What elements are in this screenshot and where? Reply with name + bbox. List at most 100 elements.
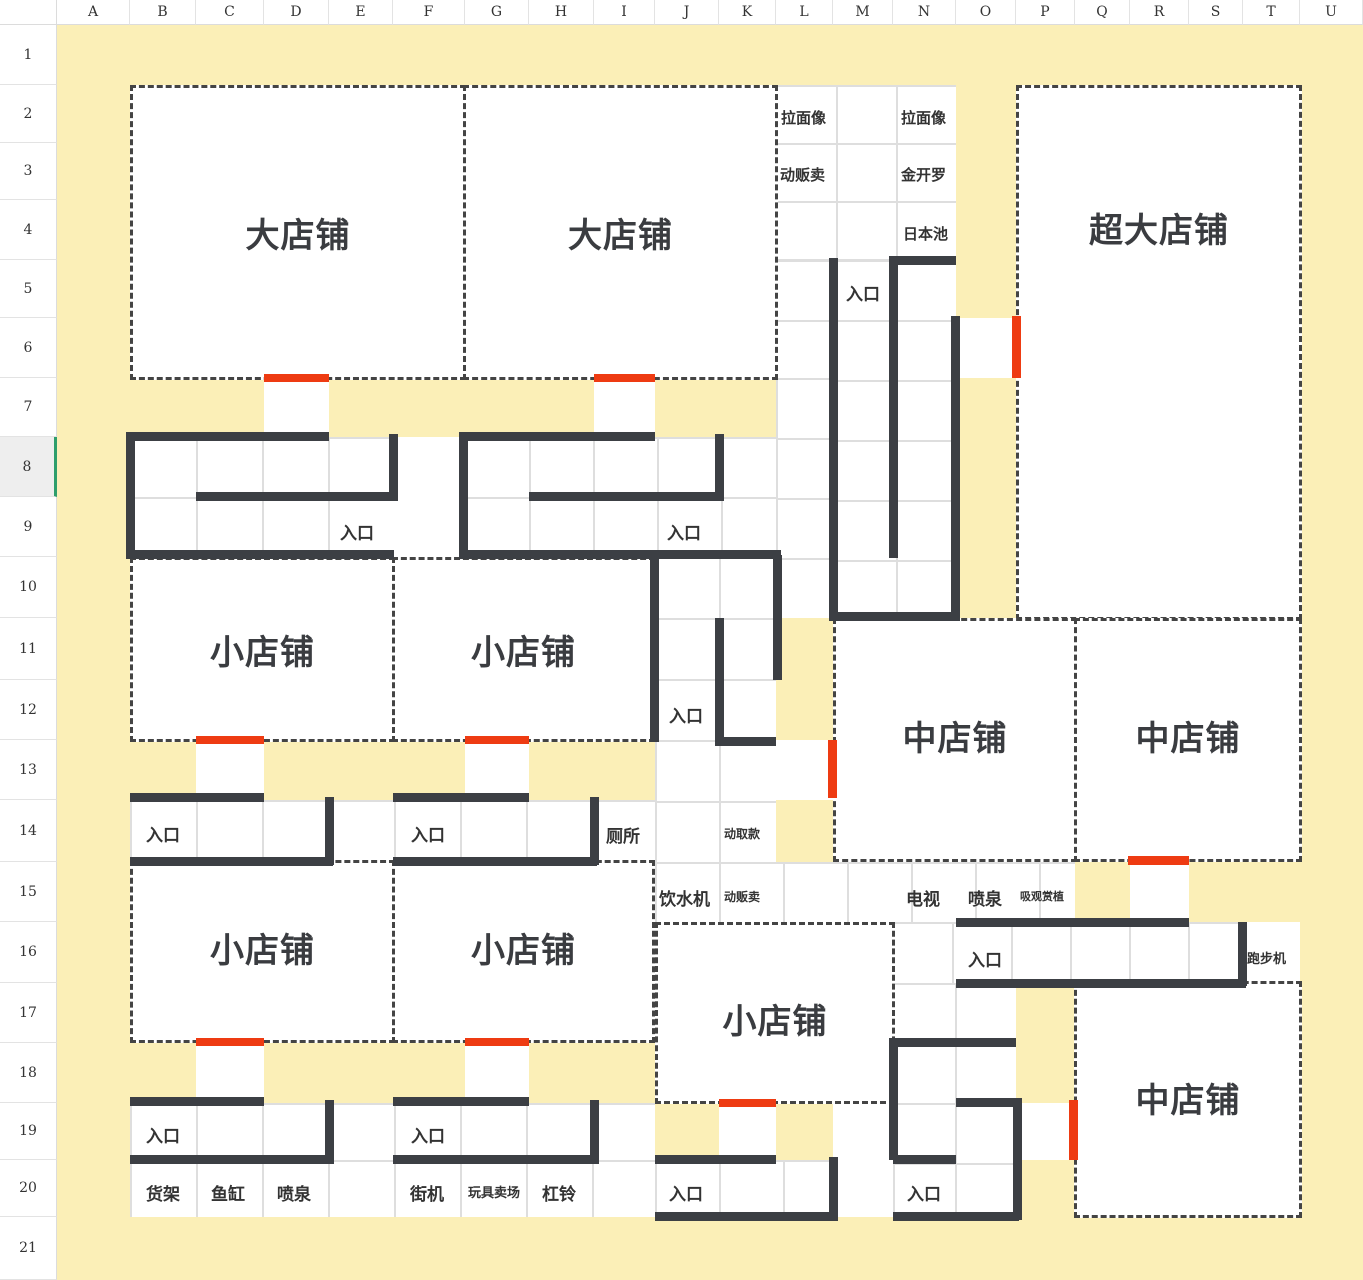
small-shop-3[interactable]: 小店铺 [130, 860, 395, 1043]
row-header-12[interactable]: 12 [0, 680, 57, 740]
column-header-p[interactable]: P [1016, 0, 1075, 25]
wall [715, 618, 724, 745]
entrance-label: 入口 [340, 524, 374, 544]
wall [829, 1157, 838, 1221]
door-medium-shop-1[interactable] [828, 740, 837, 798]
door-passage [465, 1043, 529, 1103]
small-shop-5[interactable]: 小店铺 [655, 922, 895, 1104]
column-header-j[interactable]: J [655, 0, 719, 25]
row-header-16[interactable]: 16 [0, 922, 57, 983]
wall [459, 432, 468, 558]
door-small-shop-1[interactable] [196, 736, 264, 744]
row-header-2[interactable]: 2 [0, 85, 57, 143]
ramen-stall-label: 拉面像 [781, 109, 827, 127]
small-shop-4[interactable]: 小店铺 [392, 860, 655, 1043]
row-header-15[interactable]: 15 [0, 862, 57, 922]
select-all-corner[interactable] [0, 0, 57, 25]
row-header-3[interactable]: 3 [0, 143, 57, 200]
column-header-m[interactable]: M [833, 0, 893, 25]
queue-lane-2 [465, 437, 776, 557]
door-passage [196, 740, 264, 800]
row-header-19[interactable]: 19 [0, 1103, 57, 1160]
row-header-11[interactable]: 11 [0, 618, 57, 680]
wall [393, 857, 597, 866]
entrance-label: 入口 [846, 285, 880, 305]
wall [889, 1038, 898, 1160]
shop-label: 小店铺 [210, 633, 315, 673]
column-header-i[interactable]: I [594, 0, 655, 25]
row-header-4[interactable]: 4 [0, 200, 57, 260]
door-small-shop-4[interactable] [465, 1038, 529, 1046]
row-header-5[interactable]: 5 [0, 260, 57, 318]
wall [1238, 922, 1247, 986]
row-header-7[interactable]: 7 [0, 378, 57, 437]
column-header-u[interactable]: U [1300, 0, 1363, 25]
wall [773, 555, 782, 680]
row-header-8[interactable]: 8 [0, 437, 57, 497]
door-small-shop-2[interactable] [465, 736, 529, 744]
row-header-9[interactable]: 9 [0, 497, 57, 557]
water-dispenser-label: 饮水机 [659, 890, 710, 910]
aisle [833, 1103, 893, 1217]
column-header-l[interactable]: L [776, 0, 833, 25]
row-header-20[interactable]: 20 [0, 1160, 57, 1217]
door-xl-shop[interactable] [1012, 316, 1021, 378]
dumbbell-label: 杠铃 [542, 1185, 576, 1205]
column-header-n[interactable]: N [893, 0, 956, 25]
row-header-17[interactable]: 17 [0, 983, 57, 1043]
door-passage [264, 378, 329, 437]
wall [393, 793, 529, 802]
shop-label: 大店铺 [245, 216, 351, 256]
wall [655, 1212, 833, 1221]
door-large-shop-2[interactable] [594, 374, 655, 382]
wall [889, 1038, 1016, 1047]
medium-shop-2[interactable]: 中店铺 [1074, 618, 1302, 862]
door-medium-shop-2[interactable] [1128, 856, 1189, 865]
column-header-r[interactable]: R [1130, 0, 1189, 25]
column-header-s[interactable]: S [1189, 0, 1243, 25]
column-header-q[interactable]: Q [1075, 0, 1130, 25]
medium-shop-3[interactable]: 中店铺 [1074, 981, 1302, 1218]
column-header-a[interactable]: A [57, 0, 130, 25]
door-medium-shop-3[interactable] [1069, 1100, 1078, 1160]
row-header-18[interactable]: 18 [0, 1043, 57, 1103]
wall [196, 492, 394, 501]
entrance-label: 入口 [667, 524, 701, 544]
treadmill-cell [1243, 922, 1300, 983]
small-shop-1[interactable]: 小店铺 [130, 557, 395, 742]
queue-lane-row14 [130, 800, 655, 862]
column-header-o[interactable]: O [956, 0, 1016, 25]
column-header-c[interactable]: C [196, 0, 264, 25]
shop-label: 小店铺 [722, 1001, 828, 1042]
xl-shop[interactable]: 超大店铺 [1016, 85, 1302, 620]
column-header-f[interactable]: F [393, 0, 465, 25]
column-header-b[interactable]: B [130, 0, 196, 25]
row-header-1[interactable]: 1 [0, 25, 57, 85]
door-small-shop-5[interactable] [719, 1099, 776, 1107]
aisle [393, 437, 465, 557]
large-shop-2[interactable]: 大店铺 [463, 85, 778, 380]
column-header-d[interactable]: D [264, 0, 329, 25]
large-shop-1[interactable]: 大店铺 [130, 85, 466, 380]
wall [459, 550, 781, 559]
column-header-e[interactable]: E [329, 0, 393, 25]
door-passage [594, 378, 655, 437]
door-large-shop-1[interactable] [264, 374, 329, 382]
small-shop-2[interactable]: 小店铺 [392, 557, 655, 742]
row-header-6[interactable]: 6 [0, 318, 57, 378]
shop-label: 小店铺 [210, 931, 315, 971]
column-header-k[interactable]: K [719, 0, 776, 25]
medium-shop-1[interactable]: 中店铺 [833, 618, 1077, 862]
row-header-21[interactable]: 21 [0, 1217, 57, 1280]
wall [393, 1097, 529, 1106]
column-header-g[interactable]: G [465, 0, 529, 25]
row-header-14[interactable]: 14 [0, 800, 57, 862]
wall [529, 492, 723, 501]
column-header-h[interactable]: H [529, 0, 594, 25]
entrance-label: 入口 [669, 1185, 703, 1205]
column-header-t[interactable]: T [1243, 0, 1300, 25]
door-small-shop-3[interactable] [196, 1038, 264, 1046]
row-header-10[interactable]: 10 [0, 557, 57, 618]
row-header-13[interactable]: 13 [0, 740, 57, 800]
